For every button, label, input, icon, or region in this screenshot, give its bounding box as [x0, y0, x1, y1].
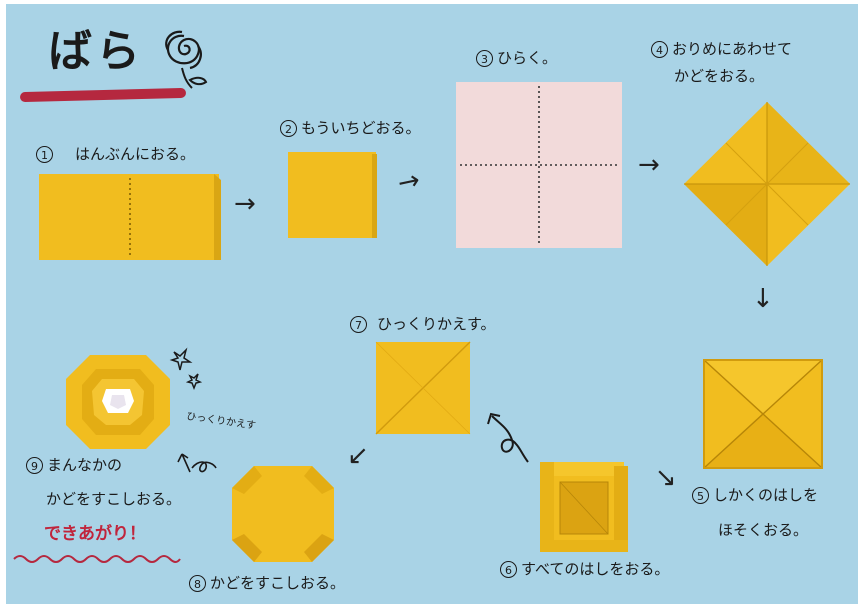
rose-icon: [154, 24, 214, 94]
step-1-label: 1 はんぶんにおる。: [36, 145, 195, 163]
step-5-text-line2: ほそくおる。: [718, 521, 808, 539]
step-8-number: 8: [189, 575, 206, 592]
curled-arrow-flip-icon: [484, 404, 534, 466]
step-4-text-line2: かどをおる。: [674, 67, 764, 85]
step-3-number: 3: [476, 50, 493, 67]
step-6-square-frame: [540, 462, 630, 554]
flip-curl-arrow-icon: [176, 450, 220, 476]
arrow-step-2-to-3: →: [396, 167, 423, 197]
step-5-text-line1: しかくのはしを: [713, 486, 818, 504]
arrow-step-1-to-2: →: [234, 191, 256, 217]
step-8-octagon: [232, 466, 334, 562]
arrow-step-3-to-4: →: [638, 152, 660, 178]
sparkle-icon: [170, 346, 206, 392]
step-9-text-line2: かどをすこしおる。: [46, 490, 181, 508]
done-wavy-underline: [12, 552, 182, 566]
step-2-number: 2: [280, 120, 297, 137]
arrow-step-5-to-6: ↓: [650, 462, 684, 496]
page-title: ばら: [48, 26, 144, 79]
done-text: できあがり！: [44, 524, 146, 544]
step-5-square-with-diagonals: [704, 360, 822, 468]
step-7-text: ひっくりかえす。: [377, 315, 496, 333]
arrow-step-7-to-8: ↓: [340, 440, 374, 474]
step-5-number: 5: [692, 487, 709, 504]
step-2-folded-square: [288, 152, 378, 240]
step-7-number: 7: [350, 316, 367, 333]
step-7-label: 7 ひっくりかえす。: [350, 315, 496, 333]
step-4-diamond: [684, 102, 850, 266]
step-3-text: ひらく。: [497, 49, 557, 67]
flip-over-note: ひっくりかえす: [186, 411, 257, 433]
step-2-text: もういちどおる。: [301, 119, 421, 137]
step-6-number: 6: [500, 561, 517, 578]
step-8-text: かどをすこしおる。: [210, 574, 345, 592]
step-7-flipped-square: [376, 342, 472, 436]
step-9-number: 9: [26, 457, 43, 474]
step-1-text: はんぶんにおる。: [75, 145, 195, 163]
title-underline: [20, 88, 186, 102]
arrow-step-4-to-5: ↓: [752, 286, 774, 312]
step-6-text: すべてのはしをおる。: [521, 560, 669, 578]
step-4-number: 4: [651, 41, 668, 58]
step-1-folded-rectangle: [39, 174, 221, 262]
step-1-number: 1: [36, 146, 53, 163]
step-3-unfolded-pink-square: [456, 82, 622, 248]
step-4-text-line1: おりめにあわせて: [672, 40, 792, 58]
finished-rose-image: [66, 355, 170, 449]
step-9-text-line1: まんなかの: [47, 456, 122, 474]
